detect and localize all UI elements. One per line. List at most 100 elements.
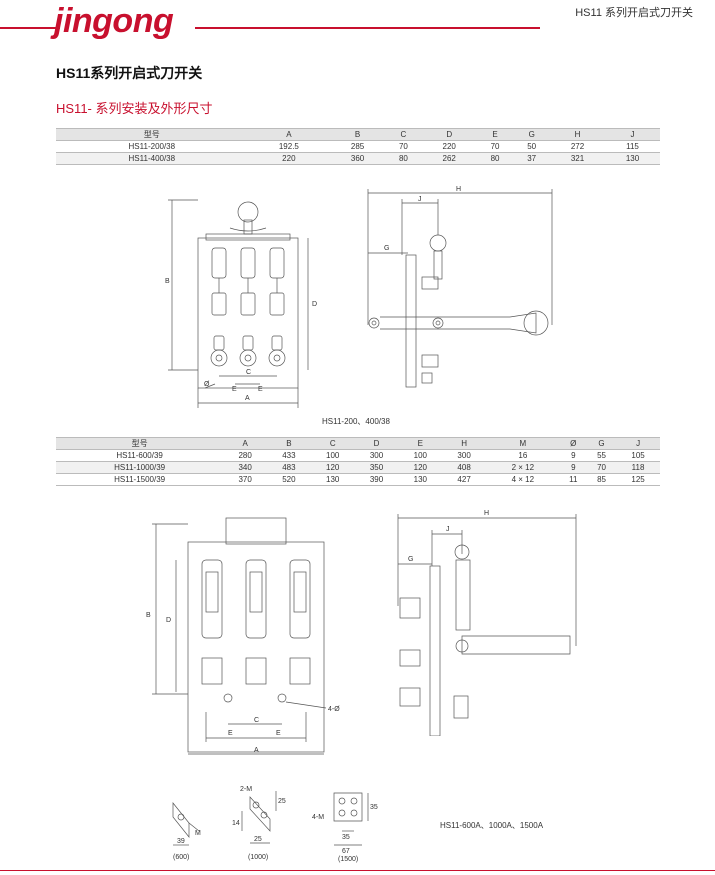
col-header: H xyxy=(550,128,605,141)
spec-table-200-400: 型号 A B C D E G H J HS11-200/38 192.5 285… xyxy=(56,128,660,165)
table-cell: 70 xyxy=(476,140,514,153)
terminal-detail-1000: 2-M 25 14 25 (1000) xyxy=(232,786,286,861)
col-header: 型号 xyxy=(56,128,248,141)
dim-value-35: 35 xyxy=(370,804,378,811)
table-cell: 115 xyxy=(605,140,660,153)
dim-label-e: E xyxy=(232,386,237,393)
dim-label-phi: Ø xyxy=(204,381,210,388)
front-view-drawing-200-400: B D A C E E Ø xyxy=(165,199,317,408)
table-cell: 55 xyxy=(586,449,617,462)
table-cell: 192.5 xyxy=(247,140,331,153)
table-cell: 125 xyxy=(616,473,660,486)
dim-label-e: E xyxy=(228,730,233,737)
table-cell: 80 xyxy=(476,152,514,165)
side-view-drawing-600-1500: H J G xyxy=(397,510,577,736)
table-cell: HS11-1000/39 xyxy=(56,461,224,474)
spec-table-600-1500: 型号 A B C D E H M Ø G J HS11-600/39 280 4… xyxy=(56,437,660,486)
table-row: HS11-1500/39 370 520 130 390 130 427 4 ×… xyxy=(56,473,660,486)
table-cell: 433 xyxy=(267,449,311,462)
table-cell: 70 xyxy=(586,461,617,474)
col-header: C xyxy=(310,437,355,450)
dim-label-j: J xyxy=(418,196,422,203)
table-cell: 105 xyxy=(616,449,660,462)
dim-label-d: D xyxy=(166,617,171,624)
table-cell: 408 xyxy=(442,461,486,474)
col-header: J xyxy=(616,437,660,450)
table-cell: 118 xyxy=(616,461,660,474)
footer-rule xyxy=(0,870,715,871)
table-cell: 520 xyxy=(267,473,311,486)
table-cell: 9 xyxy=(559,461,587,474)
dim-label-h: H xyxy=(456,186,461,193)
table-row: HS11-1000/39 340 483 120 350 120 408 2 ×… xyxy=(56,461,660,474)
terminal-detail-600: M 39 (600) xyxy=(172,802,201,861)
dim-value-25: 25 xyxy=(254,836,262,843)
table-cell: 300 xyxy=(442,449,486,462)
table-cell: 340 xyxy=(223,461,268,474)
table-row: HS11-600/39 280 433 100 300 100 300 16 9… xyxy=(56,449,660,462)
table-cell: 37 xyxy=(513,152,551,165)
table-cell: HS11-600/39 xyxy=(56,449,224,462)
table-cell: 2 × 12 xyxy=(486,461,560,474)
brand-logo: jingong xyxy=(54,2,174,40)
col-header: M xyxy=(486,437,560,450)
table-cell: 483 xyxy=(267,461,311,474)
header-series-label: HS11 系列开启式刀开关 xyxy=(575,7,693,19)
header-rule-left xyxy=(0,27,60,29)
dim-label-e: E xyxy=(258,386,263,393)
dim-value-25: 25 xyxy=(278,798,286,805)
front-view-drawing-600-1500: B D A C E E 4-Ø xyxy=(146,517,340,755)
table-cell: 16 xyxy=(486,449,560,462)
col-header: G xyxy=(586,437,617,450)
table-cell: 11 xyxy=(559,473,587,486)
dim-label-a: A xyxy=(245,395,250,402)
col-header: B xyxy=(330,128,386,141)
table-cell: 321 xyxy=(550,152,605,165)
table-row: HS11-200/38 192.5 285 70 220 70 50 272 1… xyxy=(56,140,660,153)
table-cell: 130 xyxy=(605,152,660,165)
dim-label-m: M xyxy=(195,830,201,837)
table-cell: 120 xyxy=(398,461,443,474)
dim-value-14: 14 xyxy=(232,820,240,827)
dim-value-39: 39 xyxy=(177,838,185,845)
table-cell: 285 xyxy=(330,140,386,153)
col-header: A xyxy=(247,128,331,141)
detail-label-1000: (1000) xyxy=(248,854,268,861)
dim-label-four-m: 4-M xyxy=(312,814,324,821)
dim-value-67: 67 xyxy=(342,848,350,855)
dim-label-two-m: 2-M xyxy=(240,786,252,793)
dim-label-a: A xyxy=(254,747,259,754)
dim-label-b: B xyxy=(146,612,151,619)
table-row: HS11-400/38 220 360 80 262 80 37 321 130 xyxy=(56,152,660,165)
col-header: A xyxy=(223,437,268,450)
col-header: B xyxy=(267,437,311,450)
dim-label-e: E xyxy=(276,730,281,737)
col-header: E xyxy=(398,437,443,450)
table-cell: 220 xyxy=(247,152,331,165)
detail-label-600: (600) xyxy=(173,854,189,861)
col-header: G xyxy=(513,128,551,141)
col-header: D xyxy=(354,437,399,450)
table-cell: 80 xyxy=(385,152,422,165)
side-view-drawing-200-400: H J G xyxy=(367,186,553,388)
table-cell: 427 xyxy=(442,473,486,486)
table-cell: 360 xyxy=(330,152,386,165)
dim-label-c: C xyxy=(246,369,251,376)
table-cell: 50 xyxy=(513,140,551,153)
caption-200-400: HS11-200、400/38 xyxy=(322,417,390,426)
dim-label-g: G xyxy=(408,556,413,563)
col-header: H xyxy=(442,437,486,450)
header-rule xyxy=(195,27,540,29)
table-cell: 120 xyxy=(310,461,355,474)
table-cell: 9 xyxy=(559,449,587,462)
table-cell: 280 xyxy=(223,449,268,462)
table-cell: 350 xyxy=(354,461,399,474)
table-cell: 370 xyxy=(223,473,268,486)
dim-label-d: D xyxy=(312,301,317,308)
page-title: HS11系列开启式刀开关 xyxy=(56,65,203,81)
col-header: J xyxy=(605,128,660,141)
detail-label-1500: (1500) xyxy=(338,856,358,863)
dim-label-b: B xyxy=(165,278,170,285)
dim-label-j: J xyxy=(446,526,450,533)
table-cell: 130 xyxy=(310,473,355,486)
